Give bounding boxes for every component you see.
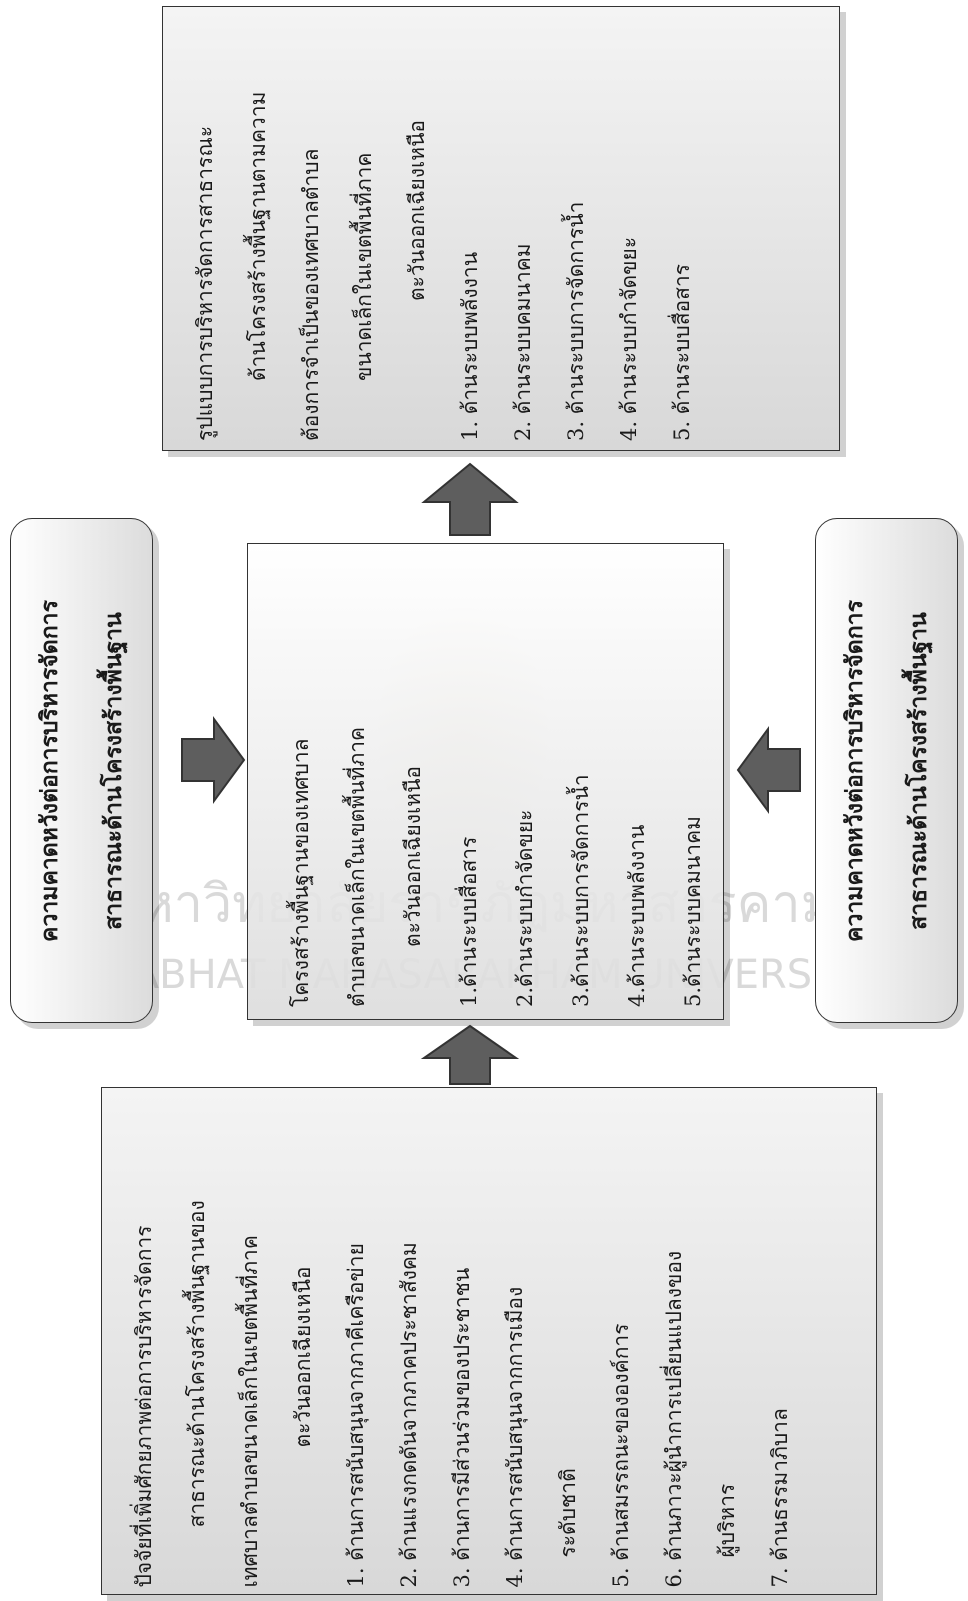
factors-box: ปัจจัยที่เพิ่มศักยภาพต่อการบริหารจัดการ … xyxy=(101,1087,877,1595)
infrastructure-item: 2.ด้านระบบกำจัดขยะ xyxy=(512,809,537,1007)
expectation-left-line2: สาธารณะด้านโครงสร้างพื้นฐาน xyxy=(100,611,127,930)
model-box: รูปแบบการบริหารจัดการสาธารณะ ด้านโครงสร้… xyxy=(162,6,840,451)
model-line: ตะวันออกเฉียงเหนือ xyxy=(405,119,429,301)
infrastructure-content: โครงสร้างพื้นฐานของเทศบาล ตำบลขนาดเล็กใน… xyxy=(251,547,721,1017)
model-item: 4. ด้านระบบกำจัดขยะ xyxy=(617,236,641,441)
factors-line: สาธารณะด้านโครงสร้างพื้นฐานของ xyxy=(185,1200,209,1528)
arrow-right xyxy=(181,715,246,805)
arrow-left xyxy=(736,725,801,815)
model-item: 3. ด้านระบบการจัดการน้ำ xyxy=(564,201,588,441)
infrastructure-line: ตะวันออกเฉียงเหนือ xyxy=(400,765,425,947)
infrastructure-line: ตำบลขนาดเล็กในเขตพื้นที่ภาค xyxy=(344,726,369,1007)
infrastructure-item: 5.ด้านระบบคมนาคม xyxy=(680,815,705,1007)
factors-item: 3. ด้านการมีส่วนร่วมของประชาชน xyxy=(450,1267,474,1588)
infrastructure-box: โครงสร้างพื้นฐานของเทศบาล ตำบลขนาดเล็กใน… xyxy=(247,543,724,1020)
infrastructure-item: 3.ด้านระบบการจัดการน้ำ xyxy=(568,773,593,1007)
factors-line: ปัจจัยที่เพิ่มศักยภาพต่อการบริหารจัดการ xyxy=(132,1225,156,1588)
factors-item: 5. ด้านสมรรถนะขององค์การ xyxy=(609,1323,633,1588)
factors-item: 4. ด้านการสนับสนุนจากการเมือง xyxy=(503,1286,527,1588)
factors-content: ปัจจัยที่เพิ่มศักยภาพต่อการบริหารจัดการ … xyxy=(104,1089,874,1594)
expectation-left-content: ความคาดหวังต่อการบริหารจัดการ สาธารณะด้า… xyxy=(12,521,152,1021)
expectation-right-line1: ความคาดหวังต่อการบริหารจัดการ xyxy=(841,599,868,942)
factors-line: เทศบาลตำบลขนาดเล็กในเขตพื้นที่ภาค xyxy=(238,1235,262,1588)
model-item: 5. ด้านระบบสื่อสาร xyxy=(670,263,694,441)
arrow-up-top xyxy=(421,462,519,536)
factors-item: 2. ด้านแรงกดดันจากภาคประชาสังคม xyxy=(397,1242,421,1588)
infrastructure-item: 1.ด้านระบบสื่อสาร xyxy=(456,836,481,1007)
model-item: 1. ด้านระบบพลังงาน xyxy=(458,251,482,441)
model-line: ขนาดเล็กในเขตพื้นที่ภาค xyxy=(352,152,376,381)
infrastructure-line: โครงสร้างพื้นฐานของเทศบาล xyxy=(288,738,313,1007)
factors-item: 6. ด้านภาวะผู้นำการเปลี่ยนแปลงของ xyxy=(662,1250,686,1588)
model-line: ด้านโครงสร้างพื้นฐานตามความ xyxy=(246,91,270,381)
model-line: รูปแบบการบริหารจัดการสาธารณะ xyxy=(193,125,217,441)
arrow-up-bottom xyxy=(420,1024,520,1085)
factors-item: ผู้บริหาร xyxy=(715,1483,739,1558)
factors-item: ระดับชาติ xyxy=(556,1468,580,1558)
factors-line: ตะวันออกเฉียงเหนือ xyxy=(291,1266,315,1448)
model-content: รูปแบบการบริหารจัดการสาธารณะ ด้านโครงสร้… xyxy=(165,9,837,449)
infrastructure-item: 4.ด้านระบบพลังงาน xyxy=(624,824,649,1007)
expectation-right-line2: สาธารณะด้านโครงสร้างพื้นฐาน xyxy=(905,611,932,930)
model-line: ต้องการจำเป็นของเทศบาลตำบล xyxy=(299,148,323,441)
model-item: 2. ด้านระบบคมนาคม xyxy=(511,242,535,441)
expectation-right-content: ความคาดหวังต่อการบริหารจัดการ สาธารณะด้า… xyxy=(817,521,957,1021)
factors-item: 7. ด้านธรรมาภิบาล xyxy=(768,1408,792,1588)
expectation-left-box: ความคาดหวังต่อการบริหารจัดการ สาธารณะด้า… xyxy=(10,518,153,1023)
expectation-left-line1: ความคาดหวังต่อการบริหารจัดการ xyxy=(36,599,63,942)
expectation-right-box: ความคาดหวังต่อการบริหารจัดการ สาธารณะด้า… xyxy=(815,518,958,1023)
factors-item: 1. ด้านการสนับสนุนจากภาคีเครือข่าย xyxy=(344,1243,368,1588)
